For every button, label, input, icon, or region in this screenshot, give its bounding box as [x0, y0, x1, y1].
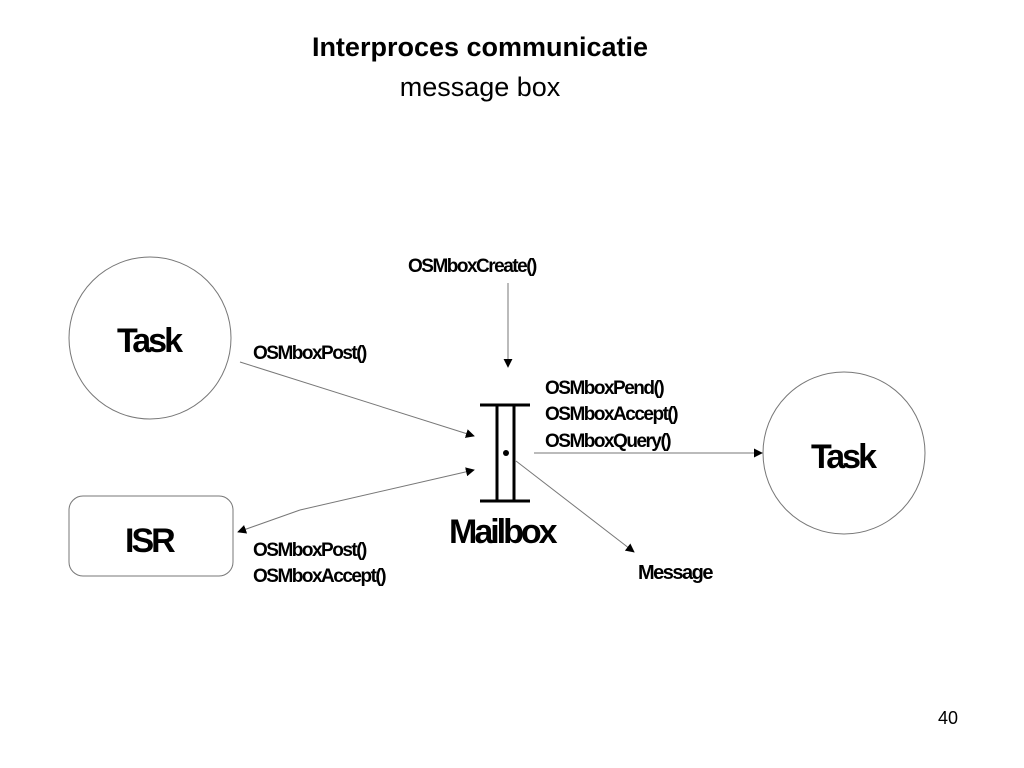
accept-call-label: OSMboxAccept() [545, 404, 679, 425]
task-left-circle [68, 256, 232, 420]
create-call-label: OSMboxCreate() [408, 256, 537, 277]
query-call-label: OSMboxQuery() [545, 431, 672, 452]
slide-subtitle: message box [399, 72, 561, 102]
message-arrow [515, 460, 635, 553]
isr-post-call-label: OSMboxPost() [253, 540, 367, 561]
pend-call-label: OSMboxPend() [545, 378, 665, 399]
slide-title: Interproces communicatie [311, 32, 649, 62]
task-right-label: Task [811, 438, 877, 476]
isr-accept-call-label: OSMboxAccept() [253, 566, 387, 587]
mailbox-label: Mailbox [449, 513, 558, 551]
isr-label: ISR [125, 522, 176, 560]
task-left-label: Task [117, 322, 183, 360]
message-label: Message [638, 562, 714, 584]
page-number: 40 [938, 708, 959, 728]
isr-box [68, 495, 234, 577]
isr-mailbox-arrow-down [237, 509, 301, 534]
isr-mailbox-arrow-up [299, 467, 475, 511]
mailbox-icon [480, 403, 530, 503]
mailbox-message-dot [503, 450, 509, 456]
task-post-arrow [239, 361, 475, 438]
task-post-call-label: OSMboxPost() [253, 343, 367, 364]
task-right-circle [762, 371, 926, 535]
